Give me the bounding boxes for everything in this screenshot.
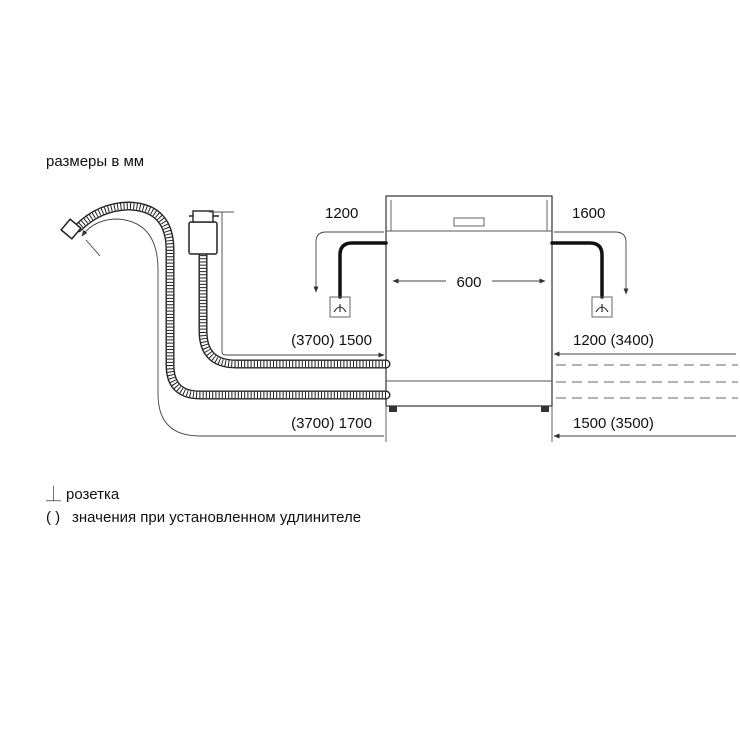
inlet-left-label: (3700) 1700 — [291, 415, 372, 432]
right-hose-dimensions: 1200 (3400) 1500 (3500) — [551, 332, 738, 442]
inlet-right-label: 1500 (3500) — [573, 415, 654, 432]
siphon-connector-icon — [188, 221, 218, 255]
legend-socket-text: розетка — [66, 486, 120, 503]
right-foot — [541, 406, 549, 412]
left-foot — [389, 406, 397, 412]
units-note: размеры в мм — [46, 153, 144, 170]
socket-right-icon — [591, 296, 613, 318]
legend-socket-icon: ⏊ — [46, 485, 61, 503]
inlet-connector-icon — [60, 218, 82, 240]
dishwasher-outline — [385, 195, 553, 412]
width-label: 600 — [456, 274, 481, 291]
water-right-label: 1600 — [572, 205, 605, 222]
drain-left-label: (3700) 1500 — [291, 332, 372, 349]
legend-extension-symbol: ( ) — [46, 509, 60, 526]
power-cable-left: 1200 — [313, 205, 388, 318]
power-cable-right: 1600 — [550, 205, 629, 318]
water-left-label: 1200 — [325, 205, 358, 222]
drain-hose — [188, 210, 391, 369]
width-dimension: 600 — [392, 274, 546, 291]
legend-extension-text: значения при установленном удлинителе — [72, 509, 361, 526]
dishwasher-body — [385, 195, 553, 407]
socket-left-icon — [329, 296, 351, 318]
inlet-hose — [60, 201, 391, 437]
legend: ⏊ розетка ( ) значения при установленном… — [46, 485, 361, 526]
control-panel-display — [453, 217, 485, 227]
drain-right-label: 1200 (3400) — [573, 332, 654, 349]
